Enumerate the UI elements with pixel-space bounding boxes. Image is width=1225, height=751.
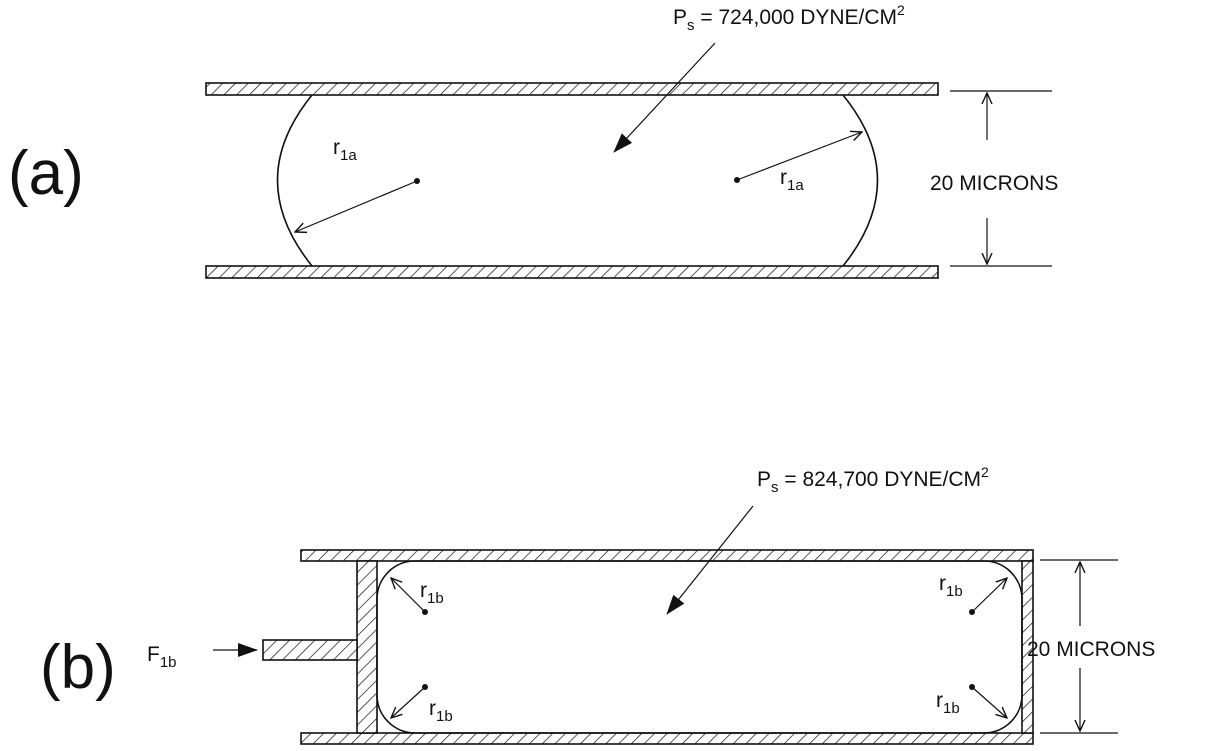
panel-b-radius-label-br: r1b — [936, 689, 960, 717]
panel-a-gap-label: 20 MICRONS — [930, 172, 1058, 195]
panel-a-right-radius-arrow — [736, 132, 862, 181]
panel-b-liquid-outline — [376, 560, 1023, 734]
panel-a-left-radius-arrow — [295, 180, 418, 232]
panel-a-pressure-label: Ps = 724,000 DYNE/CM2 — [673, 2, 905, 34]
panel-a-bottom-plate — [205, 265, 939, 279]
panel-a-radius-label-right: r1a — [780, 166, 804, 194]
panel-b-radius-arrow-br — [971, 686, 1007, 718]
panel-b-piston-rod — [262, 639, 358, 661]
panel-a-label: (a) — [8, 139, 84, 208]
panel-b-radius-arrow-bl — [391, 686, 426, 718]
panel-b-label: (b) — [40, 633, 116, 702]
panel-a-top-plate — [205, 82, 939, 96]
panel-b-radius-label-bl: r1b — [429, 697, 453, 725]
panel-b-bottom-plate — [300, 732, 1034, 745]
panel-b-top-plate — [300, 549, 1034, 562]
panel-b-force-label: F1b — [147, 643, 177, 671]
panel-b-radius-label-tl: r1b — [420, 579, 444, 607]
panel-a-radius-label-left: r1a — [333, 136, 357, 164]
panel-b-pressure-label: Ps = 824,700 DYNE/CM2 — [757, 464, 989, 496]
panel-a-left-meniscus — [276, 94, 313, 267]
panel-a: (a) r1a r1a Ps = 724,000 DYNE/CM2 20 MIC… — [8, 2, 1058, 279]
panel-b-radius-label-tr: r1b — [939, 572, 963, 600]
panel-a-pressure-arrow — [613, 42, 716, 153]
panel-a-right-meniscus — [842, 94, 879, 267]
panel-b-pressure-arrow — [666, 505, 754, 615]
panel-b: (b) r1b r1b r1b r1b Ps = 824,700 DYNE/CM… — [40, 464, 1155, 745]
panel-b-gap-label: 20 MICRONS — [1027, 638, 1155, 661]
panel-b-radius-arrow-tl — [391, 578, 426, 613]
panel-b-piston-head — [356, 560, 378, 734]
panel-b-radius-arrow-tr — [971, 578, 1007, 613]
